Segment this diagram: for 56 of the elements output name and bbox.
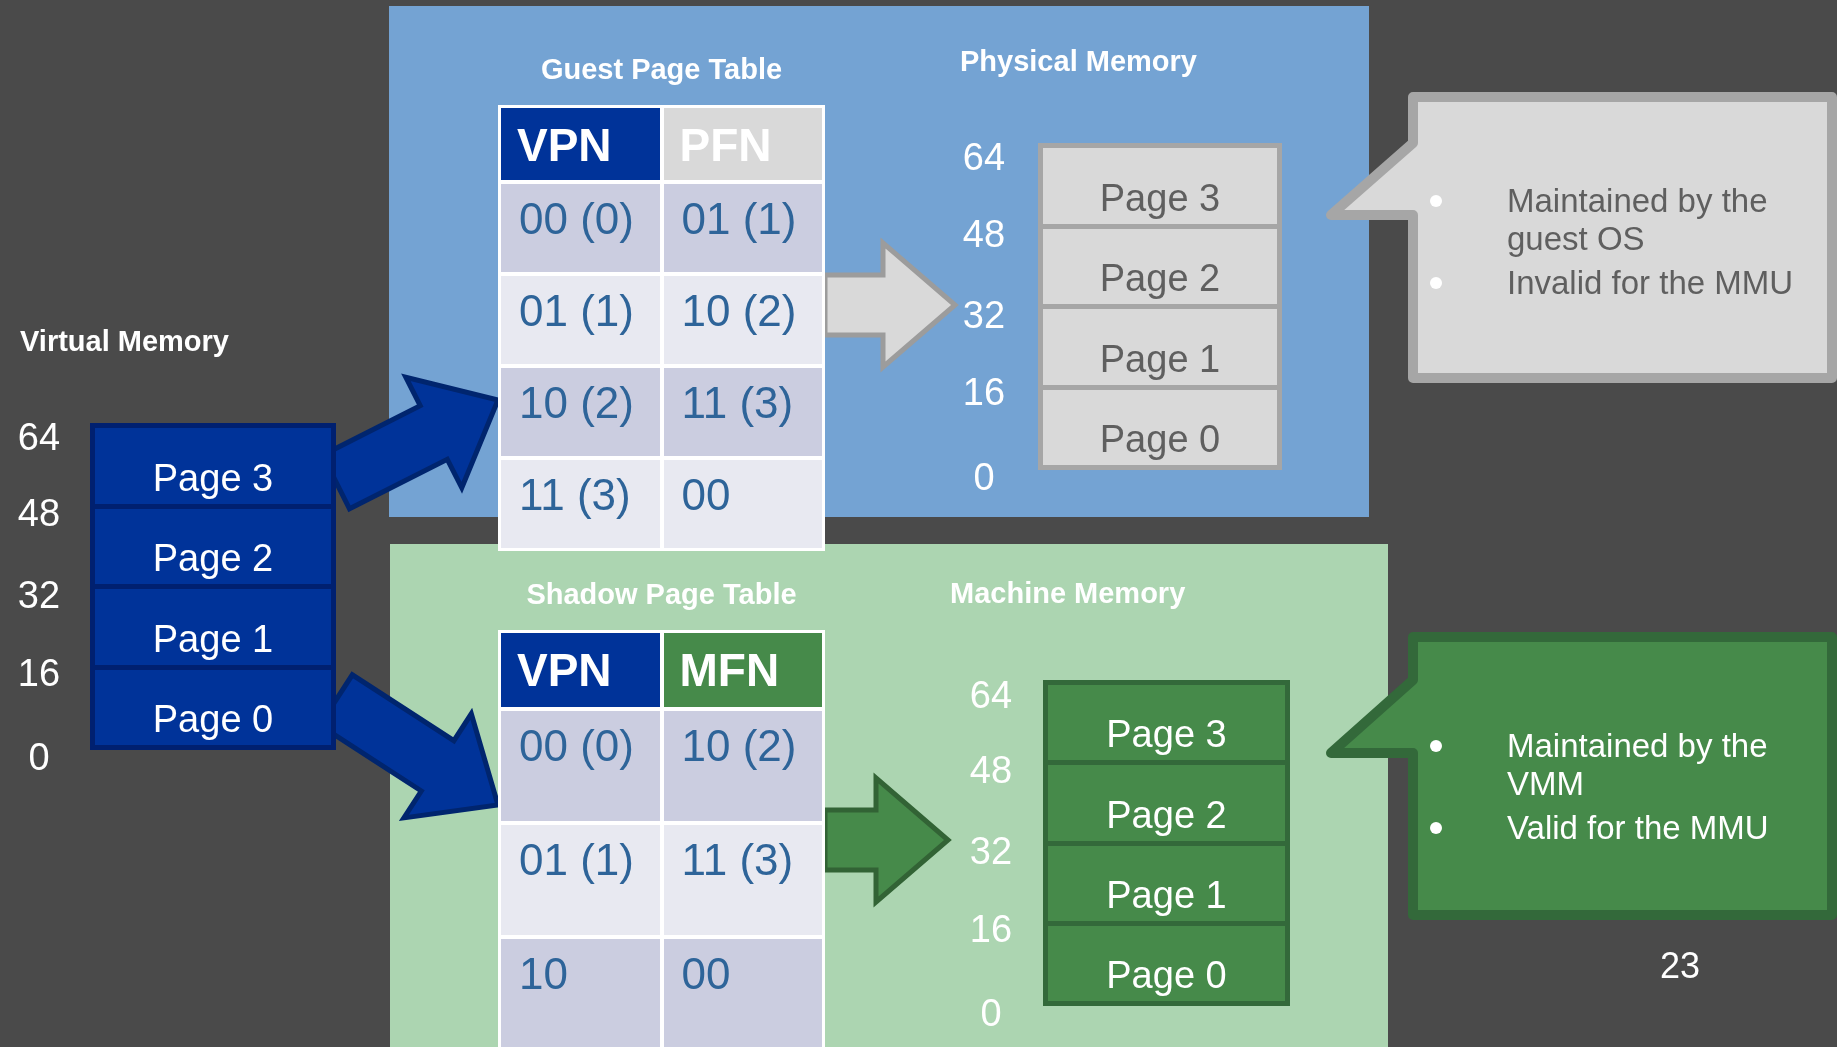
callout-text: Maintained by the guest OS [1507,182,1769,258]
block-arrow [822,772,952,908]
address-tick-label: 32 [968,831,1014,871]
address-tick-label: 32 [961,295,1007,335]
table-cell: 11 (3) [663,825,822,935]
table-cell: 01 (1) [501,276,660,364]
table-cell: 00 (0) [501,711,660,821]
memory-page: Page 2 [1048,765,1285,841]
memory-title: Physical Memory [960,45,1197,78]
memory-page: Page 3 [1048,685,1285,761]
memory-page: Page 2 [95,508,331,584]
address-tick-label: 48 [961,214,1007,254]
table-cell: 11 (3) [501,460,660,548]
block-arrow [822,237,959,373]
callout-text: Invalid for the MMU [1507,264,1795,302]
header-cell: VPN [501,108,660,180]
address-tick-label: 32 [16,575,62,615]
address-tick-label: 64 [16,417,62,457]
table-title: Shadow Page Table [525,578,798,611]
memory-page: Page 0 [1043,389,1277,465]
memory-page: Page 0 [95,669,331,745]
callout-text: Maintained by the VMM [1507,727,1769,803]
table-cell: 10 (2) [501,368,660,456]
table-cell: 01 (1) [663,184,822,272]
address-tick-label: 16 [16,653,62,693]
memory-page: Page 3 [95,428,331,504]
address-tick-label: 48 [16,493,62,533]
memory-page: Page 1 [1043,309,1277,385]
table-cell: 10 (2) [663,711,822,821]
address-tick-label: 0 [979,993,1003,1033]
memory-page: Page 3 [1043,148,1277,224]
table-cell: 00 [663,460,822,548]
table-cell: 01 (1) [501,825,660,935]
address-tick-label: 16 [961,372,1007,412]
memory-page: Page 0 [1048,925,1285,1001]
address-tick-label: 64 [961,137,1007,177]
callout-text: Valid for the MMU [1507,809,1770,847]
table-title: Guest Page Table [539,53,784,86]
address-tick-label: 64 [968,675,1014,715]
memory-page: Page 1 [95,589,331,665]
header-cell: VPN [501,633,660,707]
memory-page: Page 2 [1043,228,1277,304]
table-cell: 10 (2) [663,276,822,364]
memory-title: Machine Memory [950,577,1186,610]
address-tick-label: 16 [968,909,1014,949]
table-cell: 11 (3) [663,368,822,456]
table-cell: 00 [663,939,822,1047]
slide-number: 23 [1660,945,1701,987]
address-tick-label: 0 [27,737,51,777]
address-tick-label: 48 [968,750,1014,790]
memory-title: Virtual Memory [20,325,229,358]
table-cell: 10 [501,939,660,1047]
address-tick-label: 0 [972,457,996,497]
memory-page: Page 1 [1048,845,1285,921]
header-cell: MFN [663,633,822,707]
table-cell: 00 (0) [501,184,660,272]
